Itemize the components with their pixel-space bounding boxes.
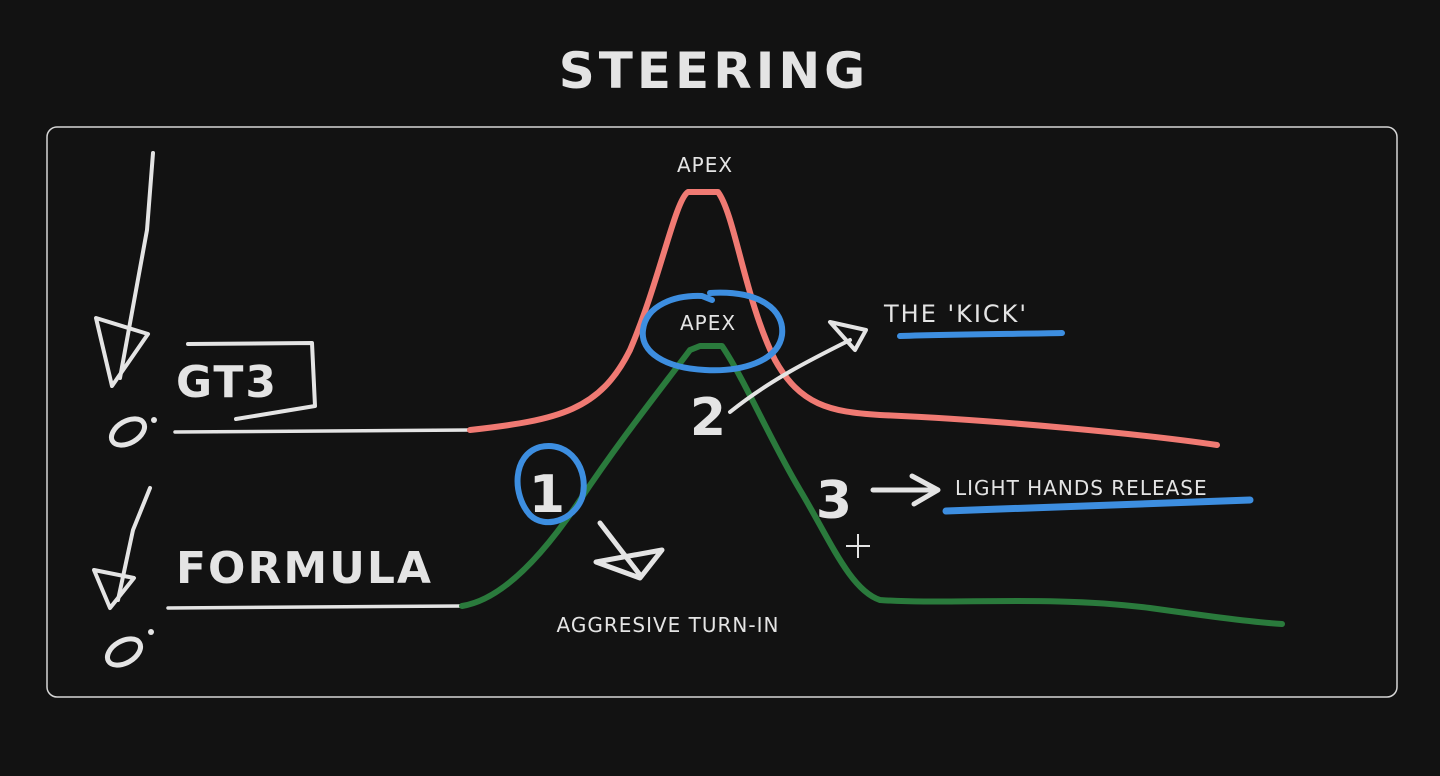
gt3-baseline: [173, 428, 472, 434]
apex-highlight-circle: [639, 289, 786, 374]
steering-wheel-icon: [108, 416, 157, 448]
arrow-right-icon: [870, 473, 941, 507]
formula-baseline: [166, 604, 464, 610]
gt3-steering-curve: [467, 189, 1220, 448]
light-hands-release-label: LIGHT HANDS RELEASE: [955, 476, 1208, 500]
formula-label: FORMULA: [176, 543, 433, 594]
step1-highlight-circle: [514, 442, 587, 526]
steering-wheel-icon: [104, 629, 154, 668]
aggressive-turn-in-label: AGGRESIVE TURN-IN: [557, 613, 780, 637]
light-hands-underline: [942, 496, 1254, 515]
apex-mid-label: APEX: [680, 311, 736, 335]
diagram-title: STEERING: [559, 42, 869, 100]
apex-top-label: APEX: [677, 153, 733, 177]
step1-number: 1: [529, 465, 565, 525]
arrow-right-icon: [728, 320, 868, 414]
step2-number: 2: [690, 388, 726, 448]
arrow-down-icon: [593, 520, 665, 581]
step3-number: 3: [816, 471, 852, 531]
crosshair-cursor-icon: [846, 534, 870, 558]
formula-arrow-icon: [92, 486, 152, 610]
gt3-bracket: [186, 341, 317, 421]
diagram-frame: [46, 126, 1398, 698]
kick-label: THE 'KICK': [883, 300, 1028, 328]
kick-underline: [897, 330, 1065, 339]
gt3-arrow-icon: [94, 151, 155, 388]
gt3-label: GT3: [176, 357, 278, 408]
